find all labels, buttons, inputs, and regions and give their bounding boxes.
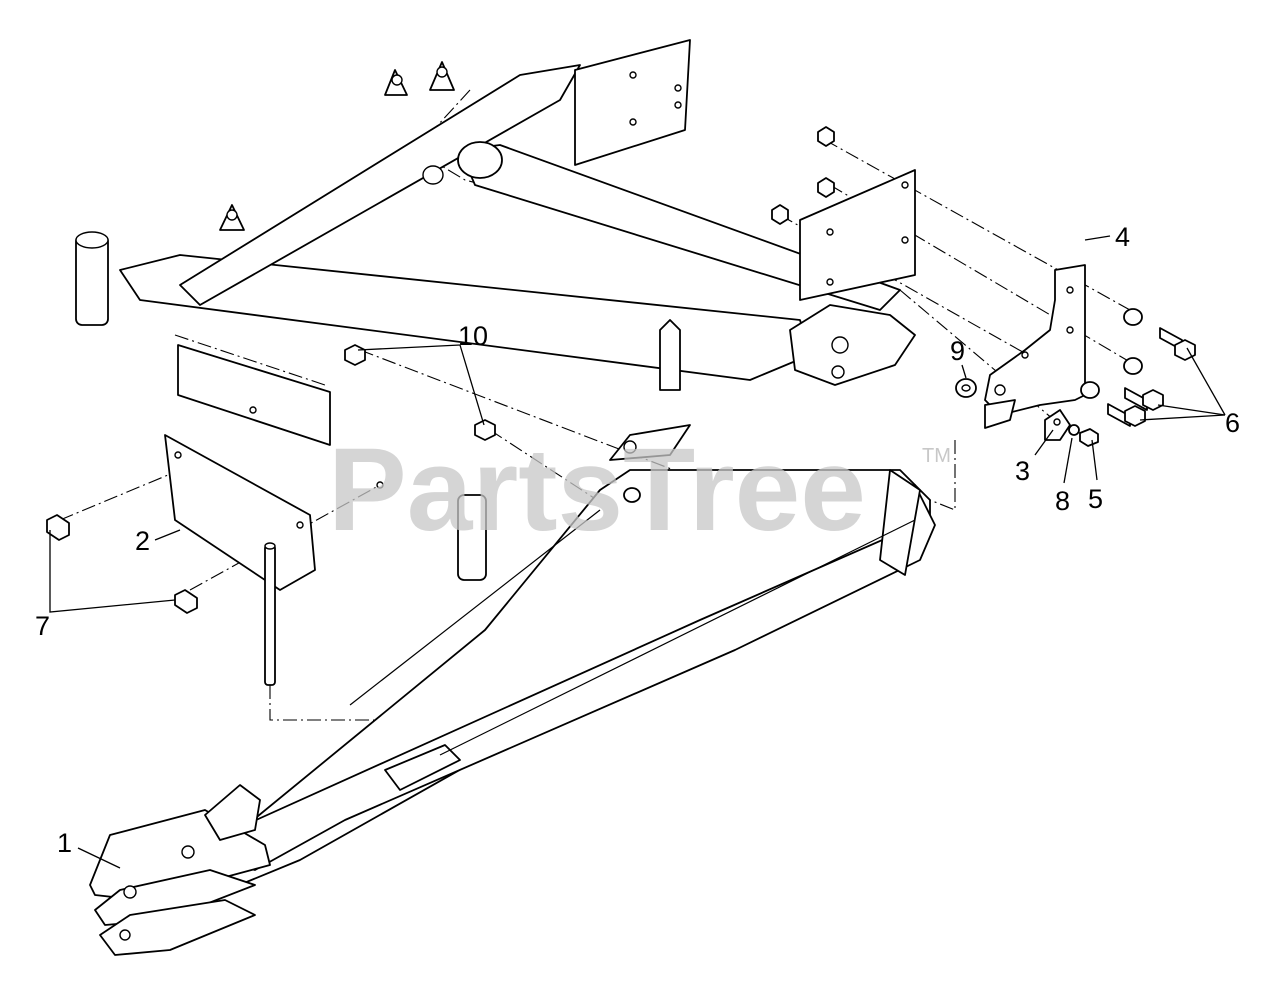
callout-6: 6 xyxy=(1225,408,1240,438)
callout-8: 8 xyxy=(1055,486,1070,516)
main-frame xyxy=(75,39,916,581)
washer-part-9 xyxy=(955,378,977,398)
callout-5: 5 xyxy=(1088,484,1103,514)
mount-plate-part-2 xyxy=(164,344,384,591)
callouts: 1 2 3 4 5 6 7 8 9 10 xyxy=(35,222,1240,858)
callout-2: 2 xyxy=(135,526,150,556)
callout-leaders xyxy=(49,235,1226,869)
callout-10: 10 xyxy=(458,321,488,351)
callout-9: 9 xyxy=(950,336,965,366)
watermark: PartsTree TM xyxy=(328,424,951,556)
tongue-frame xyxy=(89,469,936,956)
watermark-brand: PartsTree xyxy=(328,424,866,556)
watermark-trademark: TM xyxy=(922,445,951,467)
bolts-part-7 xyxy=(46,514,198,614)
callout-7: 7 xyxy=(35,611,50,641)
callout-1: 1 xyxy=(57,828,72,858)
bracket-part-4 xyxy=(984,264,1086,429)
nuts-part-10 xyxy=(344,344,496,441)
callout-4: 4 xyxy=(1115,222,1130,252)
plate-nuts xyxy=(771,126,835,225)
callout-3: 3 xyxy=(1015,456,1030,486)
vertical-pin xyxy=(264,542,276,686)
